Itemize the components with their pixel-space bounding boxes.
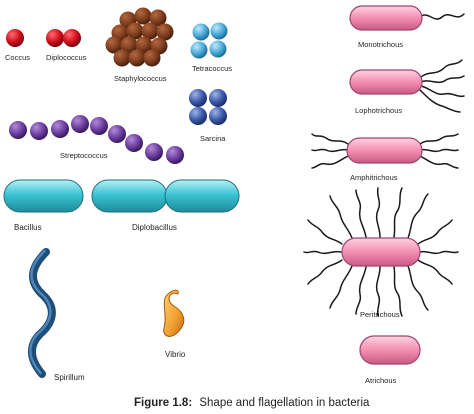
bacillus-label: Bacillus [14, 223, 42, 232]
atrichous-label: Atrichous [365, 376, 397, 385]
sarcina-cells [189, 89, 227, 125]
coccus-cell [6, 29, 24, 47]
spirillum-label: Spirillum [54, 373, 85, 382]
diplococcus-cells [46, 29, 81, 47]
sarcina-label: Sarcina [200, 134, 226, 143]
staphylococcus-label: Staphylococcus [114, 74, 167, 83]
diplobacillus-cells [91, 179, 240, 213]
peritrichous-cell [303, 187, 459, 317]
lophotrichous-label: Lophotrichous [355, 106, 402, 115]
streptococcus-chain [9, 115, 184, 164]
staphylococcus-cluster [105, 7, 174, 67]
figure-caption-text: Shape and flagellation in bacteria [199, 397, 370, 409]
lophotrichous-cell [349, 59, 465, 113]
amphitrichous-label: Amphitrichous [350, 173, 398, 182]
spirillum-cell [28, 248, 56, 378]
diplococcus-label: Diplococcus [46, 53, 87, 62]
amphitrichous-cell [311, 133, 459, 169]
monotrichous-label: Monotrichous [358, 40, 403, 49]
tetracoccus-cells [190, 22, 228, 59]
vibrio-label: Vibrio [165, 350, 186, 359]
figure-caption-label: Figure 1.8: [134, 397, 192, 409]
bacillus-cell [3, 179, 84, 213]
figure-caption: Figure 1.8: Shape and flagellation in ba… [134, 397, 370, 409]
peritrichous-label: Peritrichous [360, 310, 400, 319]
monotrichous-cell [349, 5, 465, 31]
vibrio-cell [163, 289, 185, 337]
streptococcus-label: Streptococcus [60, 151, 108, 160]
atrichous-cell [359, 335, 421, 365]
diplobacillus-label: Diplobacillus [132, 223, 177, 232]
coccus-label: Coccus [5, 53, 30, 62]
tetracoccus-label: Tetracoccus [192, 64, 232, 73]
